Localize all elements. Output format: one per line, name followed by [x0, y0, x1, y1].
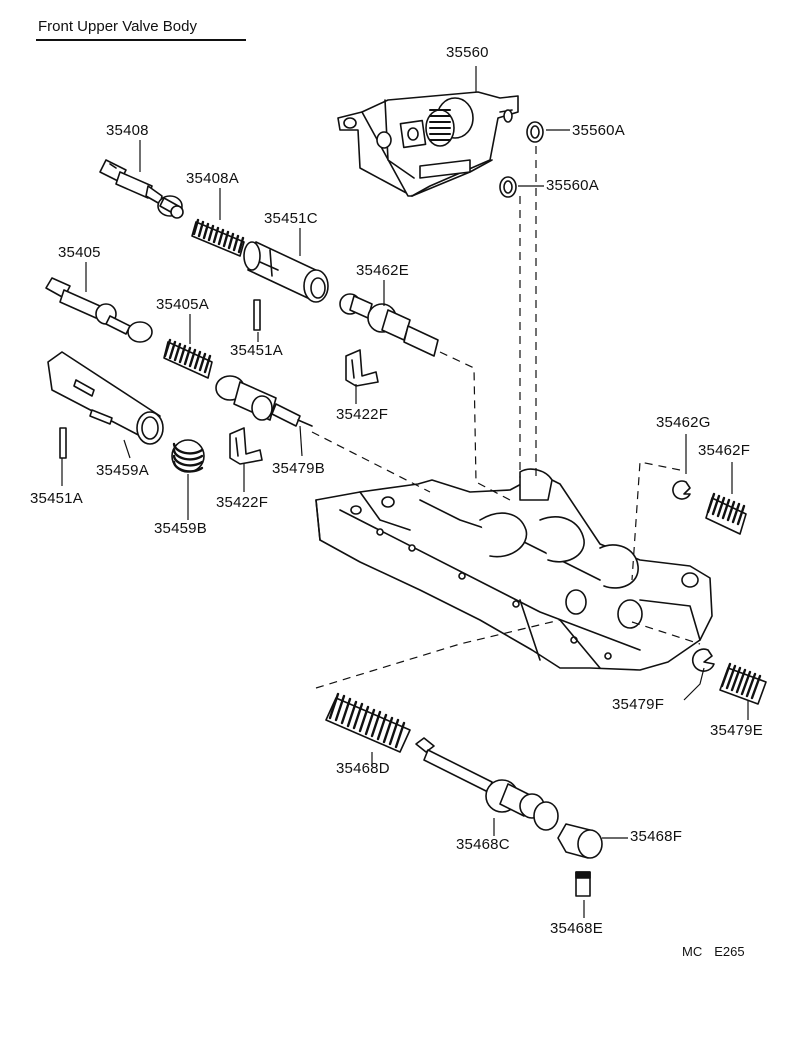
- valve-35468C: [415, 737, 559, 831]
- part-label-35468E: 35468E: [550, 920, 603, 937]
- part-label-35422F-upper: 35422F: [336, 406, 389, 423]
- part-label-35451C: 35451C: [264, 210, 318, 227]
- part-label-35408A: 35408A: [186, 170, 239, 187]
- part-label-35560A-upper: 35560A: [572, 122, 625, 139]
- retainer-35468E-top: [575, 871, 591, 879]
- diagram-title: Front Upper Valve Body: [38, 18, 197, 35]
- drawing-code-prefix: MC: [682, 944, 703, 959]
- plug-35479B: [215, 375, 313, 427]
- clip-35422F-upper: [345, 349, 379, 387]
- leader-lines: [61, 66, 749, 918]
- valve-body-housing: [315, 468, 713, 671]
- part-label-35468F: 35468F: [630, 828, 683, 845]
- part-label-35405: 35405: [58, 244, 101, 261]
- part-label-35479F: 35479F: [612, 696, 665, 713]
- part-label-35451A-upper: 35451A: [230, 342, 283, 359]
- part-label-35451A-lower: 35451A: [30, 490, 83, 507]
- sleeve-35459A: [47, 351, 164, 445]
- part-label-35462E: 35462E: [356, 262, 409, 279]
- part-label-35462F: 35462F: [698, 442, 751, 459]
- spring-35408A: [191, 218, 245, 257]
- e-ring-35479F: [691, 648, 715, 672]
- pin-35451A-lower: [59, 427, 67, 459]
- dashed-alignment-lines: [311, 146, 701, 689]
- part-label-35422F-lower: 35422F: [216, 494, 269, 511]
- spring-35459B: [171, 439, 205, 473]
- part-label-35479B: 35479B: [272, 460, 325, 477]
- part-label-35479E: 35479E: [710, 722, 763, 739]
- part-label-35462G: 35462G: [656, 414, 711, 431]
- valve-35462E: [339, 293, 439, 357]
- pin-35451A-upper: [253, 299, 261, 331]
- spring-35462F: [705, 492, 747, 535]
- solenoid-35560: [337, 91, 519, 197]
- part-label-35459A: 35459A: [96, 462, 149, 479]
- valve-35408: [99, 159, 184, 219]
- clip-35422F-lower: [229, 427, 263, 465]
- part-label-35560A-lower: 35560A: [546, 177, 599, 194]
- part-label-35560: 35560: [446, 44, 489, 61]
- title-underline: [36, 39, 246, 41]
- spring-35468D: [325, 692, 411, 753]
- sleeve-35451C: [243, 241, 329, 303]
- drawing-code-number: E265: [714, 944, 745, 959]
- part-label-35468C: 35468C: [456, 836, 510, 853]
- spring-35405A: [163, 338, 213, 379]
- spring-35479E: [719, 662, 767, 705]
- part-label-35459B: 35459B: [154, 520, 207, 537]
- valve-35405: [45, 277, 153, 343]
- part-label-35468D: 35468D: [336, 760, 390, 777]
- plug-35468F: [557, 823, 603, 859]
- part-label-35408: 35408: [106, 122, 149, 139]
- part-label-35405A: 35405A: [156, 296, 209, 313]
- e-ring-35462G: [672, 480, 691, 500]
- drawing-code: MC E265: [682, 944, 745, 959]
